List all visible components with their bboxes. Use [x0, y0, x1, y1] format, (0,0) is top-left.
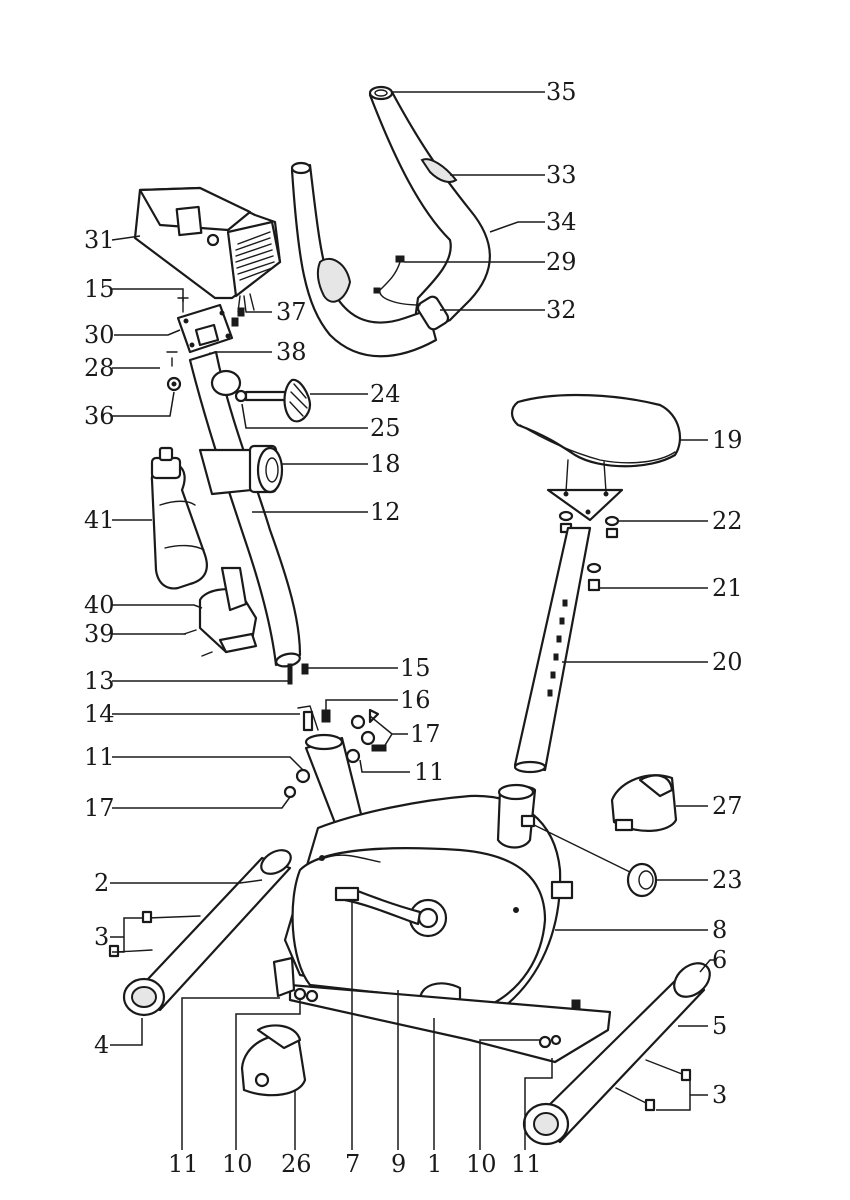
callout-15-mid: 15 [400, 654, 431, 682]
callout-40: 40 [84, 591, 115, 619]
callout-3-right: 3 [712, 1081, 727, 1109]
console-bracket [166, 297, 245, 392]
tension-knob [520, 814, 658, 898]
callout-35: 35 [546, 78, 577, 106]
callout-6: 6 [712, 946, 727, 974]
callout-14: 14 [84, 700, 115, 728]
callout-5: 5 [712, 1012, 727, 1040]
leader-lines [110, 91, 714, 1150]
callout-29: 29 [546, 248, 577, 276]
callout-23: 23 [712, 866, 743, 894]
callout-13: 13 [84, 667, 115, 695]
seat [510, 393, 682, 539]
callout-21: 21 [712, 574, 743, 602]
callout-20: 20 [712, 648, 743, 676]
water-bottle [150, 446, 208, 590]
callout-4: 4 [94, 1031, 109, 1059]
callout-30: 30 [84, 321, 115, 349]
callout-7: 7 [345, 1150, 360, 1178]
callout-32: 32 [546, 296, 577, 324]
pedal-left [240, 1024, 307, 1097]
callout-16: 16 [400, 686, 431, 714]
callout-10-bottom-right: 10 [466, 1150, 497, 1178]
front-stabilizer [108, 849, 292, 1017]
callout-33: 33 [546, 161, 577, 189]
callout-31: 31 [84, 226, 115, 254]
console [133, 186, 282, 313]
callout-18: 18 [370, 450, 401, 478]
callout-26: 26 [281, 1150, 312, 1178]
callout-39: 39 [84, 620, 115, 648]
bottle-holder [183, 566, 258, 657]
callout-38: 38 [276, 338, 307, 366]
callout-11-bottom-left: 11 [168, 1150, 199, 1178]
callout-36: 36 [84, 402, 115, 430]
callout-19: 19 [712, 426, 743, 454]
callout-15-top: 15 [84, 275, 115, 303]
callout-34: 34 [546, 208, 577, 236]
callout-10-bottom-left: 10 [222, 1150, 253, 1178]
callout-37: 37 [276, 298, 307, 326]
callout-11-left: 11 [84, 743, 115, 771]
callout-27: 27 [712, 792, 743, 820]
pedal-right [610, 774, 678, 832]
callout-3-left: 3 [94, 923, 109, 951]
seat-post [513, 526, 602, 774]
callout-11-bottom-right: 11 [511, 1150, 542, 1178]
callout-24: 24 [370, 380, 401, 408]
front-post [188, 350, 312, 668]
callout-labels: 35 33 34 29 32 31 15 37 30 38 28 24 36 2… [84, 78, 743, 1178]
main-frame-covers [283, 783, 612, 1064]
callout-41: 41 [84, 506, 115, 534]
callout-17-right: 17 [410, 720, 441, 748]
bottom-hardware [272, 956, 581, 1049]
handlebar-assembly [290, 85, 491, 358]
callout-25: 25 [370, 414, 401, 442]
callout-12: 12 [370, 498, 401, 526]
rear-stabilizer [522, 962, 711, 1146]
callout-28: 28 [84, 354, 115, 382]
callout-1: 1 [427, 1150, 442, 1178]
callout-11-right: 11 [414, 758, 445, 786]
callout-17-left: 17 [84, 794, 115, 822]
callout-8: 8 [712, 916, 727, 944]
front-upright-tube [283, 663, 387, 838]
callout-2: 2 [94, 869, 109, 897]
callout-22: 22 [712, 507, 743, 535]
callout-9: 9 [391, 1150, 406, 1178]
